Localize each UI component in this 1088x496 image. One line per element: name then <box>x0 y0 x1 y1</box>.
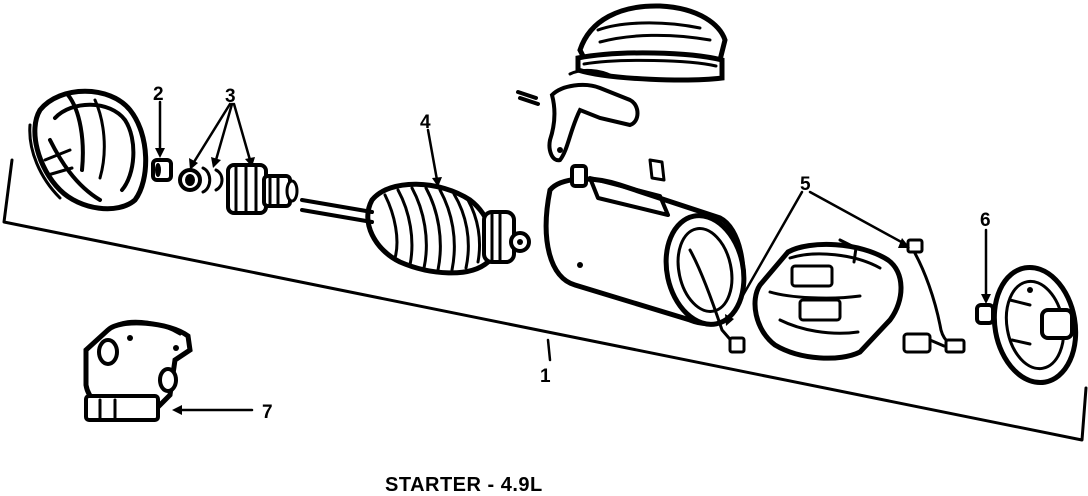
callout-7: 7 <box>262 402 273 423</box>
diagram-caption: STARTER - 4.9L <box>385 474 543 496</box>
field-frame-icon <box>543 158 747 354</box>
solenoid-icon <box>83 319 193 422</box>
callout-4: 4 <box>420 112 431 133</box>
plunger-lever-icon <box>516 68 640 163</box>
callout-3: 3 <box>225 86 236 107</box>
callout-2: 2 <box>153 84 164 105</box>
callout-1: 1 <box>540 366 551 387</box>
armature-icon <box>300 181 531 276</box>
brush-plate-icon <box>752 238 904 361</box>
callout-6: 6 <box>980 210 991 231</box>
drive-assembly-icon <box>178 163 299 215</box>
solenoid-cover-icon <box>575 3 728 83</box>
assembly-boundary <box>2 158 1088 442</box>
brush-lead-icon <box>902 238 966 354</box>
end-plate-icon <box>975 264 1079 386</box>
bushing-icon <box>151 158 173 182</box>
drive-end-housing-icon <box>28 88 149 212</box>
leader-lines <box>155 100 991 415</box>
callout-5: 5 <box>800 174 811 195</box>
